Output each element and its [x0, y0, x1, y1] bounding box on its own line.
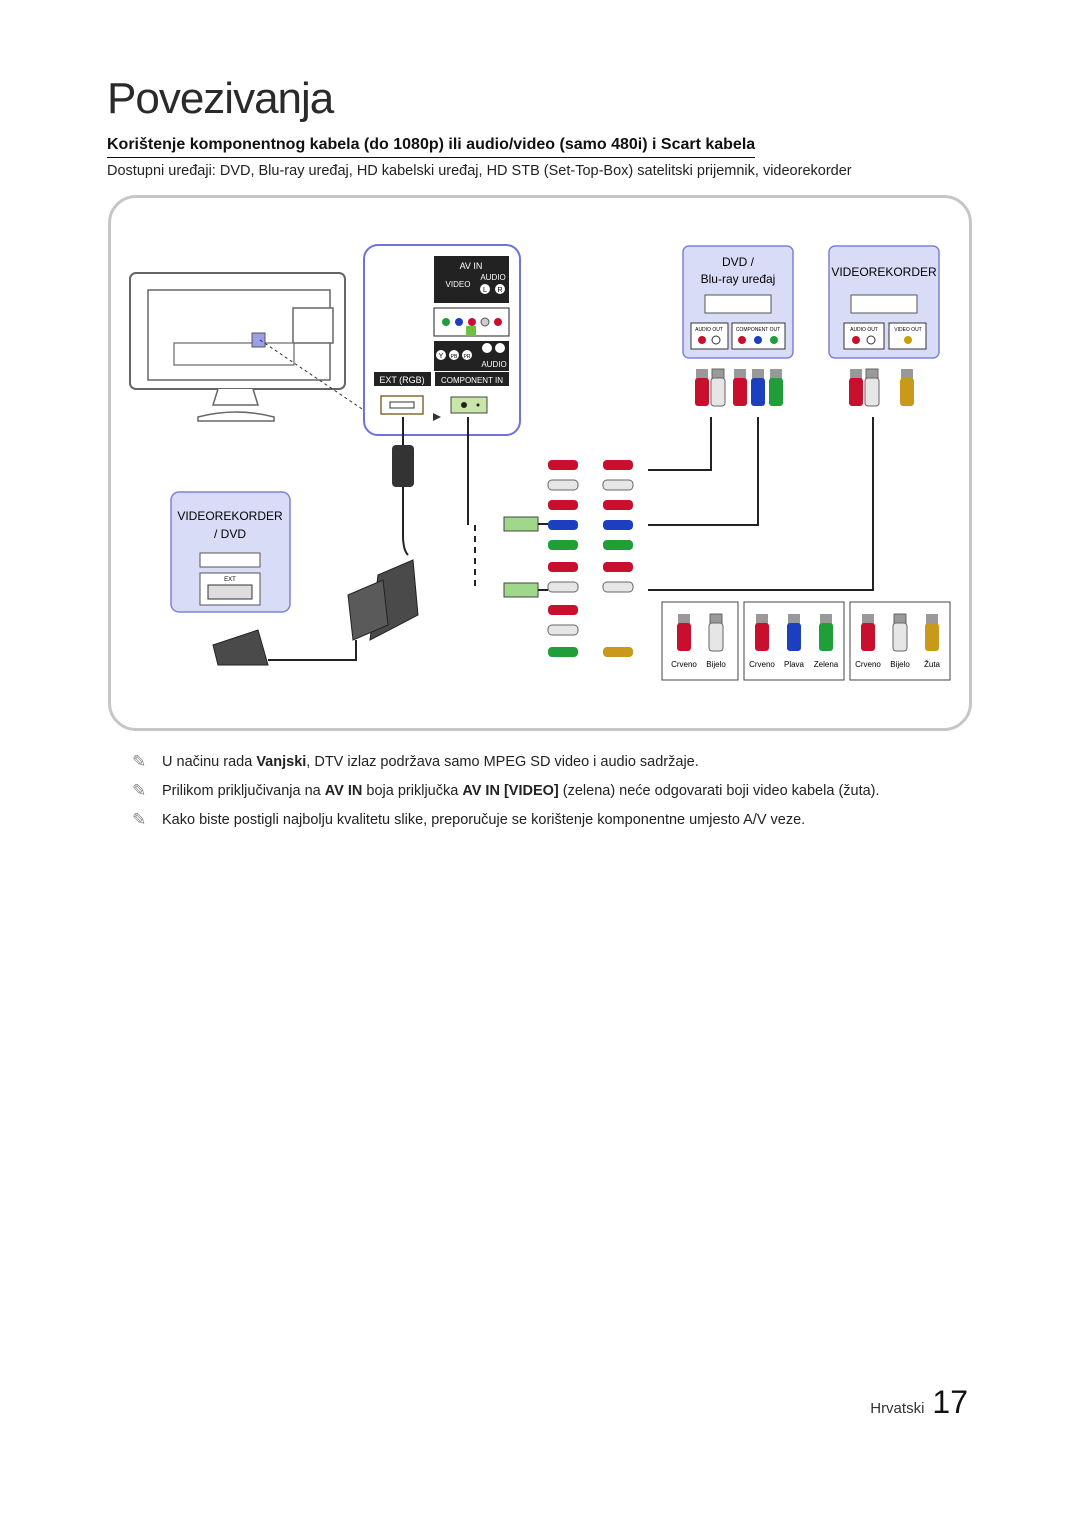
pr-label: PR	[464, 354, 471, 360]
av-in-label: AV IN	[460, 261, 483, 271]
ext-rgb-label: EXT (RGB)	[379, 375, 424, 385]
footer-language: Hrvatski	[870, 1400, 925, 1417]
note-item: ✎ Kako biste postigli najbolju kvalitetu…	[132, 810, 806, 829]
legend-1-white: Bijelo	[706, 660, 726, 669]
legend-2-green: Zelena	[814, 660, 839, 669]
video-label: VIDEO	[446, 280, 471, 289]
diagram-frame	[108, 195, 972, 731]
ext-port-label: EXT	[224, 577, 236, 583]
section-heading: Korištenje komponentnog kabela (do 1080p…	[107, 136, 756, 158]
vcr-dvd-label-1: VIDEOREKORDER	[177, 509, 283, 523]
audio-out-label-2: AUDIO OUT	[850, 327, 878, 333]
legend-1-red: Crveno	[671, 660, 697, 669]
l-label: L	[483, 287, 487, 294]
note-item: ✎ Prilikom priključivanja na AV IN boja …	[132, 781, 880, 800]
dvd-label-2: Blu-ray uređaj	[701, 272, 776, 286]
audio-out-label: AUDIO OUT	[695, 327, 723, 333]
tv-icon	[129, 272, 346, 422]
vcr-panel: VIDEOREKORDER AUDIO OUT VIDEO OUT	[828, 245, 940, 359]
vcr-dvd-label-2: / DVD	[214, 527, 246, 541]
y-label: Y	[439, 353, 444, 360]
scart-cable	[212, 417, 419, 666]
tv-rear-panel: AV IN VIDEO AUDIO L R Y PB PR AUDIO EXT …	[363, 244, 521, 436]
dvd-label-1: DVD /	[722, 255, 755, 269]
component-in-label: COMPONENT IN	[441, 376, 503, 385]
pencil-note-icon: ✎	[132, 810, 147, 829]
video-out-label: VIDEO OUT	[894, 327, 922, 333]
connection-diagram: AV IN VIDEO AUDIO L R Y PB PR AUDIO EXT …	[129, 244, 951, 681]
dvd-cable-plugs	[695, 368, 914, 407]
legend-2-red: Crveno	[749, 660, 775, 669]
audio-label-2: AUDIO	[481, 360, 506, 369]
cable-bundle	[503, 460, 634, 657]
legend-component-cable: Crveno Plava Zelena	[743, 601, 845, 681]
legend-av-cable: Crveno Bijelo Žuta	[849, 601, 951, 681]
pb-label: PB	[451, 354, 458, 360]
available-devices-text: Dostupni uređaji: DVD, Blu-ray uređaj, H…	[107, 163, 852, 179]
legend-3-white: Bijelo	[890, 660, 910, 669]
r-label: R	[497, 287, 502, 294]
legend-2-blue: Plava	[784, 660, 805, 669]
legend-audio-cable: Crveno Bijelo	[661, 601, 739, 681]
audio-label: AUDIO	[480, 273, 505, 282]
component-out-label: COMPONENT OUT	[736, 327, 780, 333]
page-title: Povezivanja	[107, 74, 334, 123]
page-number: 17	[932, 1384, 968, 1420]
pencil-note-icon: ✎	[132, 752, 147, 771]
vcr-dvd-panel: VIDEOREKORDER / DVD EXT	[170, 491, 291, 613]
note-item: ✎ U načinu rada Vanjski, DTV izlaz podrž…	[132, 752, 699, 771]
legend-3-red: Crveno	[855, 660, 881, 669]
vcr-label: VIDEOREKORDER	[831, 265, 937, 279]
dvd-bluray-panel: DVD / Blu-ray uređaj AUDIO OUT COMPONENT…	[682, 245, 794, 359]
notes-list: ✎ U načinu rada Vanjski, DTV izlaz podrž…	[132, 752, 962, 839]
pencil-note-icon: ✎	[132, 781, 147, 800]
legend-3-yellow: Žuta	[924, 660, 941, 669]
page-footer: Hrvatski 17	[870, 1384, 968, 1421]
